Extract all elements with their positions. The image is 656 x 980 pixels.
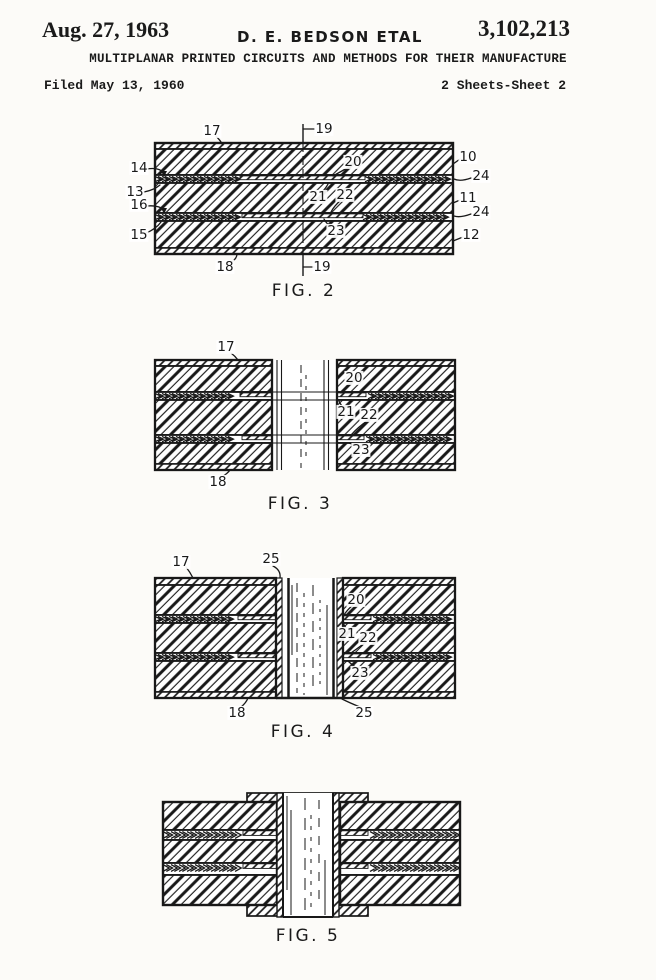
- patent-title: MULTIPLANAR PRINTED CIRCUITS AND METHODS…: [89, 52, 567, 66]
- fig4-drawing: [153, 565, 457, 708]
- fig2-ref-13: 13: [125, 183, 145, 200]
- fig3-drawing: [153, 352, 457, 478]
- fig3-ref-17: 17: [216, 338, 236, 355]
- fig3-ref-23: 23: [351, 441, 371, 458]
- fig2-ref-10: 10: [458, 148, 478, 165]
- fig4-ref-22: 22: [358, 629, 378, 646]
- fig4-ref-20: 20: [346, 591, 366, 608]
- fig2-ref-22: 22: [335, 186, 355, 203]
- figure-2: 17 19 10 14 24 13 20 11 16 21 22 24 15 2…: [120, 118, 520, 308]
- fig2-ref-15: 15: [129, 226, 149, 243]
- fig2-ref-19-bottom: 19: [312, 258, 332, 275]
- fig2-ref-16: 16: [129, 196, 149, 213]
- patent-number: 3,102,213: [478, 16, 570, 41]
- fig2-ref-12: 12: [461, 226, 481, 243]
- fig3-ref-18: 18: [208, 473, 228, 490]
- fig2-ref-24-lower: 24: [471, 203, 491, 220]
- fig2-ref-18: 18: [215, 258, 235, 275]
- fig2-ref-20: 20: [343, 153, 363, 170]
- sheet-info: 2 Sheets-Sheet 2: [441, 78, 566, 93]
- fig2-drawing: [143, 124, 472, 276]
- figure-4: 17 25 20 21 22 23 18 25 FIG. 4: [120, 545, 520, 755]
- fig3-ref-21: 21: [336, 403, 356, 420]
- fig4-ref-18: 18: [227, 704, 247, 721]
- fig4-ref-25-top: 25: [261, 550, 281, 567]
- fig3-ref-22: 22: [359, 406, 379, 423]
- fig3-ref-20: 20: [344, 369, 364, 386]
- fig2-ref-23: 23: [326, 222, 346, 239]
- fig4-ref-17: 17: [171, 553, 191, 570]
- fig2-caption: FIG. 2: [271, 281, 337, 301]
- fig5-caption: FIG. 5: [275, 926, 341, 946]
- fig4-ref-21: 21: [337, 625, 357, 642]
- fig2-ref-11: 11: [458, 189, 478, 206]
- fig2-ref-17: 17: [202, 122, 222, 139]
- fig2-ref-14: 14: [129, 159, 149, 176]
- figure-5: FIG. 5: [120, 770, 520, 960]
- fig3-caption: FIG. 3: [267, 494, 333, 514]
- inventor-name: D. E. BEDSON ETAL: [237, 28, 423, 46]
- filed-date: Filed May 13, 1960: [44, 78, 185, 93]
- fig2-ref-21: 21: [308, 188, 328, 205]
- fig4-ref-25-bottom: 25: [354, 704, 374, 721]
- fig5-drawing: [161, 792, 462, 918]
- figure-3: 17 20 21 22 23 18 FIG. 3: [120, 335, 520, 520]
- fig4-ref-23: 23: [350, 664, 370, 681]
- patent-date: Aug. 27, 1963: [42, 17, 170, 42]
- fig2-ref-24-upper: 24: [471, 167, 491, 184]
- fig4-caption: FIG. 4: [270, 722, 336, 742]
- fig2-ref-19-top: 19: [314, 120, 334, 137]
